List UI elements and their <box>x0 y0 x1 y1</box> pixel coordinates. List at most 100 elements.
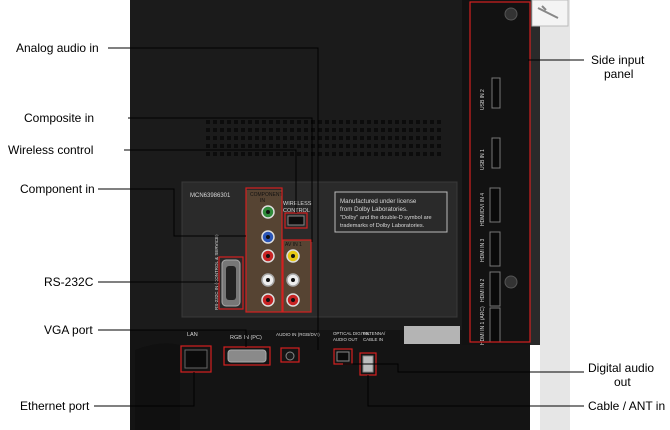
antenna-label-2: CABLE IN <box>363 337 383 342</box>
vent-hole <box>318 120 322 124</box>
vent-hole <box>262 136 266 140</box>
vent-hole <box>248 136 252 140</box>
vent-hole <box>346 136 350 140</box>
vent-hole <box>430 136 434 140</box>
vent-hole <box>276 120 280 124</box>
vent-hole <box>360 128 364 132</box>
leader-vga <box>98 329 247 347</box>
vent-hole <box>276 128 280 132</box>
vent-hole <box>227 136 231 140</box>
jack-hole <box>291 278 295 282</box>
vent-hole <box>248 152 252 156</box>
vent-hole <box>213 128 217 132</box>
vent-hole <box>381 152 385 156</box>
vent-hole <box>290 120 294 124</box>
vent-hole <box>374 152 378 156</box>
vent-hole <box>402 144 406 148</box>
vent-hole <box>423 152 427 156</box>
optical-label-2: AUDIO OUT <box>333 337 358 342</box>
leader-composite <box>128 117 313 242</box>
vent-hole <box>332 144 336 148</box>
vent-hole <box>346 120 350 124</box>
vent-hole <box>409 144 413 148</box>
vent-hole <box>262 128 266 132</box>
vent-hole <box>234 152 238 156</box>
vent-hole <box>304 136 308 140</box>
component-header: COMPONENT <box>250 192 283 198</box>
thumbnail-cable-icon <box>537 5 559 19</box>
vent-hole <box>332 120 336 124</box>
vent-hole <box>311 136 315 140</box>
usb-in-1-label: USB IN 1 <box>480 149 486 170</box>
audio-in-jack <box>285 351 295 361</box>
vent-hole <box>283 120 287 124</box>
jack-hole <box>291 254 295 258</box>
vent-hole <box>430 120 434 124</box>
model-number: MCN63986301 <box>190 193 231 199</box>
jack-hole <box>291 298 295 302</box>
vent-hole <box>220 128 224 132</box>
dolby-line-4: trademarks of Dolby Laboratories. <box>340 223 425 229</box>
vent-hole <box>206 136 210 140</box>
component-in-label: IN <box>260 198 265 204</box>
vent-hole <box>360 136 364 140</box>
vent-hole <box>311 152 315 156</box>
vent-hole <box>290 144 294 148</box>
audio-in-label: AUDIO IN (RGB/DVI) <box>276 332 320 337</box>
vent-hole <box>388 144 392 148</box>
vent-hole <box>269 128 273 132</box>
vent-hole <box>437 152 441 156</box>
vent-hole <box>332 152 336 156</box>
highlight-av-in <box>282 239 312 313</box>
vent-hole <box>416 128 420 132</box>
leader-ethernet <box>94 372 195 407</box>
vent-hole <box>395 136 399 140</box>
callout-cable-ant-in: Cable / ANT in <box>588 399 666 413</box>
vent-hole <box>381 120 385 124</box>
vent-hole <box>416 136 420 140</box>
vent-hole <box>206 144 210 148</box>
callout-composite-in: Composite in <box>24 111 95 125</box>
vent-hole <box>416 120 420 124</box>
vent-hole <box>395 128 399 132</box>
highlight-rs232c <box>218 256 244 310</box>
rating-label <box>404 326 460 344</box>
vga-port <box>227 349 267 363</box>
vent-hole <box>262 144 266 148</box>
highlight-vga <box>223 346 271 366</box>
vent-hole <box>220 136 224 140</box>
vent-hole <box>255 120 259 124</box>
vent-hole <box>290 136 294 140</box>
vent-hole <box>311 144 315 148</box>
vent-hole <box>311 128 315 132</box>
side-panel-thumbnail <box>531 0 569 27</box>
vent-hole <box>402 152 406 156</box>
vent-hole <box>360 152 364 156</box>
vent-hole <box>367 144 371 148</box>
vent-hole <box>241 152 245 156</box>
tv-back-shadow <box>130 330 530 430</box>
vent-hole <box>374 128 378 132</box>
usb-in-2-label: USB IN 2 <box>480 89 486 110</box>
vent-hole <box>241 120 245 124</box>
vent-hole <box>353 152 357 156</box>
vent-hole <box>297 136 301 140</box>
vent-grid <box>206 120 441 156</box>
highlight-component <box>245 187 283 313</box>
vent-hole <box>388 152 392 156</box>
vent-hole <box>332 128 336 132</box>
vent-hole <box>388 136 392 140</box>
hdmi-in-3-port <box>489 231 501 267</box>
vent-hole <box>206 120 210 124</box>
callout-wireless-control: Wireless control <box>8 143 94 157</box>
vent-hole <box>381 144 385 148</box>
leader-cable-ant <box>367 375 584 407</box>
vent-hole <box>395 120 399 124</box>
rs232c-port-inner <box>226 266 236 300</box>
vent-hole <box>290 128 294 132</box>
vent-hole <box>248 128 252 132</box>
vent-hole <box>360 120 364 124</box>
vent-hole <box>374 144 378 148</box>
vent-hole <box>409 152 413 156</box>
vent-hole <box>241 144 245 148</box>
